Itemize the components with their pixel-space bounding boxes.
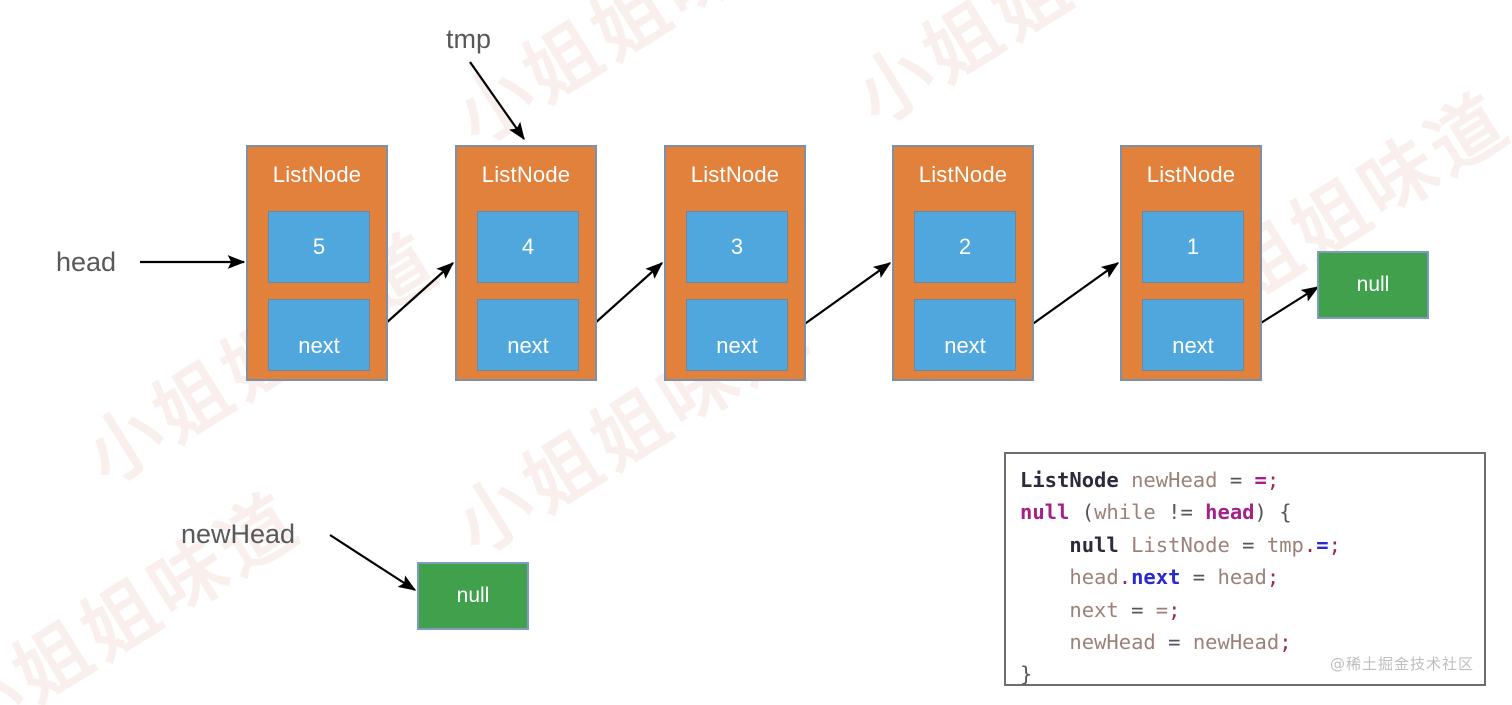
list-node-next-cell: next [1142,299,1244,371]
arrow-newhead-pointer [329,534,417,591]
list-node-next-cell: next [268,299,370,371]
list-node-4: ListNode 2 next [892,145,1034,381]
background-watermark: 小姐姐味道 [441,0,826,162]
list-node-next-cell: next [686,299,788,371]
code-token-type: ListNode [1020,468,1119,492]
list-node-value-cell: 1 [1142,211,1244,283]
arrow-next-3-to-4 [791,262,892,334]
list-node-value-cell: 4 [477,211,579,283]
code-token-type: null [1069,532,1119,557]
list-node-value-cell: 5 [268,211,370,283]
background-watermark: 小姐姐味道 [832,0,1228,145]
code-token-identifier: newHead [1192,630,1280,655]
list-node-next-cell: next [477,299,579,371]
list-node-type-label: ListNode [690,162,780,187]
code-token-identifier: head [1069,565,1119,590]
code-panel: ListNode newHead = =; null (while != hea… [1004,452,1486,686]
list-node-5: ListNode 1 next [1120,145,1262,381]
null-box-newhead: null [417,562,529,630]
corner-watermark: @稀土掘金技术社区 [1329,654,1474,673]
pointer-label-tmp: tmp [446,24,492,54]
code-token-identifier: while [1094,500,1156,525]
list-node-next-cell: next [914,299,1016,371]
null-box-tail: null [1317,251,1429,319]
arrow-tmp-pointer [469,61,525,141]
list-node-type-label: ListNode [918,162,1008,187]
code-token-identifier: newHead [1131,468,1218,492]
list-node-type-label: ListNode [272,162,362,187]
code-token-keyword: head [1205,500,1255,525]
code-token-identifier: ListNode [1131,532,1230,557]
list-node-value-cell: 2 [914,211,1016,283]
list-node-2: ListNode 4 next [455,145,597,381]
list-node-1: ListNode 5 next [246,145,388,381]
pointer-label-newhead: newHead [181,519,296,549]
code-token-identifier: = [1155,597,1169,622]
code-token-keyword: = [1254,468,1267,492]
arrow-next-4-to-5 [1019,262,1120,334]
code-token-property: next [1131,565,1181,590]
code-token-identifier: tmp [1266,532,1304,557]
list-node-value-cell: 3 [686,211,788,283]
code-token-property: = [1316,532,1329,557]
list-node-type-label: ListNode [1146,162,1236,187]
code-token-identifier: head [1217,565,1267,590]
list-node-3: ListNode 3 next [664,145,806,381]
code-token-identifier: next [1069,597,1119,622]
pointer-label-head: head [56,247,117,277]
background-watermark: 小姐姐味道 [0,476,316,705]
code-token-identifier: newHead [1069,630,1156,655]
list-node-type-label: ListNode [481,162,571,187]
code-token-keyword: null [1020,500,1070,525]
